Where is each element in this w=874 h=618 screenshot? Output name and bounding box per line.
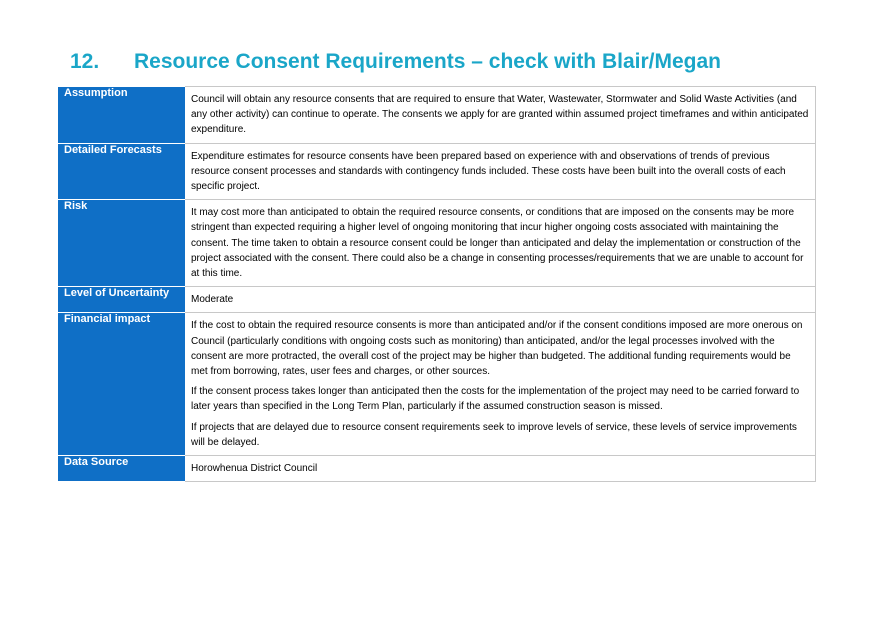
row-paragraph: It may cost more than anticipated to obt… [191, 207, 804, 280]
row-label: Level of Uncertainty [58, 286, 185, 314]
row-value: Moderate [185, 286, 816, 314]
table-row-level-of-uncertainty: Level of Uncertainty Moderate [58, 286, 816, 314]
section-heading: 12. Resource Consent Requirements – check… [70, 50, 721, 74]
row-paragraph: Horowhenua District Council [191, 463, 318, 475]
row-label: Financial impact [58, 312, 185, 457]
table-row-detailed-forecasts: Detailed Forecasts Expenditure estimates… [58, 142, 816, 201]
row-paragraph: Expenditure estimates for resource conse… [191, 150, 786, 193]
row-value: Horowhenua District Council [185, 455, 816, 483]
row-label: Data Source [58, 455, 185, 483]
table-row-risk: Risk It may cost more than anticipated t… [58, 199, 816, 288]
table-row-data-source: Data Source Horowhenua District Council [58, 455, 816, 483]
table-row-assumption: Assumption Council will obtain any resou… [58, 86, 816, 144]
row-value: It may cost more than anticipated to obt… [185, 199, 816, 288]
row-paragraph: Council will obtain any resource consent… [191, 94, 809, 136]
row-paragraph: If projects that are delayed due to reso… [191, 421, 797, 448]
row-label: Assumption [58, 86, 185, 144]
table-row-financial-impact: Financial impact If the cost to obtain t… [58, 312, 816, 457]
assumption-table: Assumption Council will obtain any resou… [58, 86, 816, 483]
row-value: Expenditure estimates for resource conse… [185, 142, 816, 201]
row-paragraph: Moderate [191, 294, 234, 306]
row-value: If the cost to obtain the required resou… [185, 312, 816, 457]
row-paragraph: If the consent process takes longer than… [191, 386, 800, 413]
section-title: Resource Consent Requirements – check wi… [134, 50, 721, 73]
row-paragraph: If the cost to obtain the required resou… [191, 320, 803, 378]
section-number: 12. [70, 50, 100, 73]
row-label: Detailed Forecasts [58, 142, 185, 201]
row-value: Council will obtain any resource consent… [185, 86, 816, 144]
row-label: Risk [58, 199, 185, 288]
